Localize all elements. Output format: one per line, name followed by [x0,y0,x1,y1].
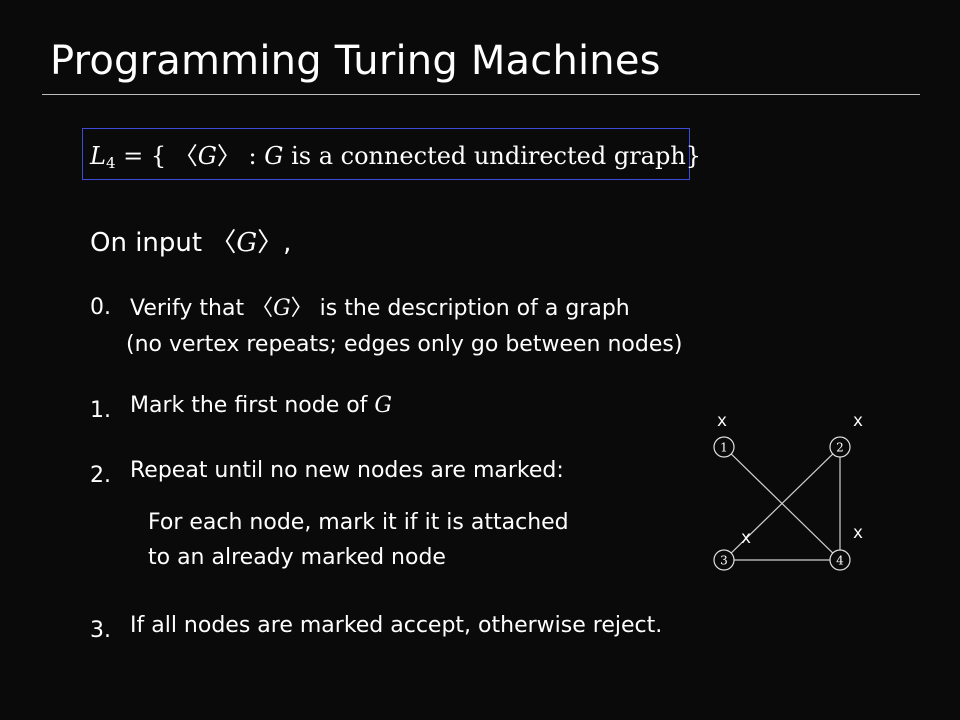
graph-node-3 [713,549,735,571]
step-1-text: Mark the first node of G [130,393,392,418]
graph-node-mark-3: x [741,528,751,548]
graph-node-label-3: 3 [720,554,728,568]
lang-g: G [197,142,217,170]
graph-edges [730,453,841,561]
step-1-g: G [374,393,392,418]
step-0-number: 0. [90,295,111,320]
step-1-label: Mark the first node of [130,393,375,418]
step-0-text-before: Verify that [130,296,252,321]
graph-node-label-1: 1 [720,441,728,455]
graph-edge-2-3 [730,453,834,554]
graph-node-1 [713,436,735,458]
step-3-number: 3. [90,618,111,643]
graph-node-4 [829,549,851,571]
lang-angle-open: 〈 [173,142,198,170]
graph-node-label-4: 4 [836,554,844,568]
lang-colon: : [240,142,265,170]
lang-angle-close: 〉 [216,142,241,170]
graph-node-mark-1: x [717,411,727,431]
lang-subscript: 4 [105,154,116,172]
lang-symbol: L [90,142,106,170]
language-definition: L4 = { 〈G〉 : G is a connected undirected… [90,136,701,172]
graph-node-mark-4: x [853,523,863,543]
input-label: On input [90,228,211,258]
step-2-sub-line2: to an already marked node [148,545,446,570]
lang-rest: is a connected undirected graph [283,142,686,170]
input-angle-open: 〈 [210,228,237,258]
graph-node-2 [829,436,851,458]
step-0-text: Verify that 〈G〉 is the description of a … [130,290,630,322]
title-divider [42,94,920,95]
step-0-g: G [273,296,291,321]
input-line: On input 〈G〉, [90,222,291,259]
step-0-line2: (no vertex repeats; edges only go betwee… [126,332,683,357]
lang-brace-close: } [685,142,702,170]
step-1-number: 1. [90,398,111,423]
lang-g2: G [264,142,284,170]
step-3-text: If all nodes are marked accept, otherwis… [130,613,663,638]
input-angle-close: 〉 [257,228,284,258]
step-2-sub-line1: For each node, mark it if it is attached [148,510,569,535]
slide-title: Programming Turing Machines [50,38,661,84]
step-2-number: 2. [90,463,111,488]
step-0-angle-open: 〈 [251,296,274,321]
language-definition-box [82,128,690,180]
graph-node-label-2: 2 [836,441,844,455]
graph-node-mark-2: x [853,411,863,431]
input-comma: , [283,228,292,258]
input-g: G [236,228,258,258]
step-0-text-after: is the description of a graph [312,296,630,321]
step-0-angle-close: 〉 [290,296,313,321]
lang-eq-open: = { [115,142,174,170]
step-2-text: Repeat until no new nodes are marked: [130,458,564,483]
